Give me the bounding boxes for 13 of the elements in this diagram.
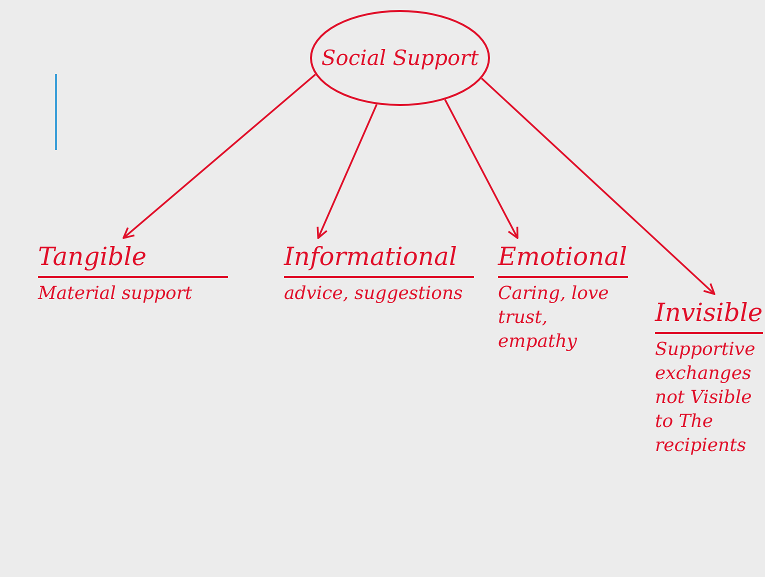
category-description: advice, suggestions <box>284 282 464 306</box>
category-description: Supportive exchanges not Visible to The recipients <box>655 338 756 458</box>
category-description: Caring, love trust, empathy <box>498 282 610 354</box>
arrow <box>122 74 316 239</box>
arrow <box>316 104 378 239</box>
category-heading: Invisible <box>655 298 763 334</box>
category-heading: Emotional <box>498 242 628 278</box>
arrow <box>480 78 716 295</box>
category-heading: Informational <box>284 242 474 278</box>
category-heading: Tangible <box>38 242 228 278</box>
category-description: Material support <box>38 282 194 306</box>
topic-label: Social Support <box>321 46 479 70</box>
arrow <box>444 99 518 239</box>
